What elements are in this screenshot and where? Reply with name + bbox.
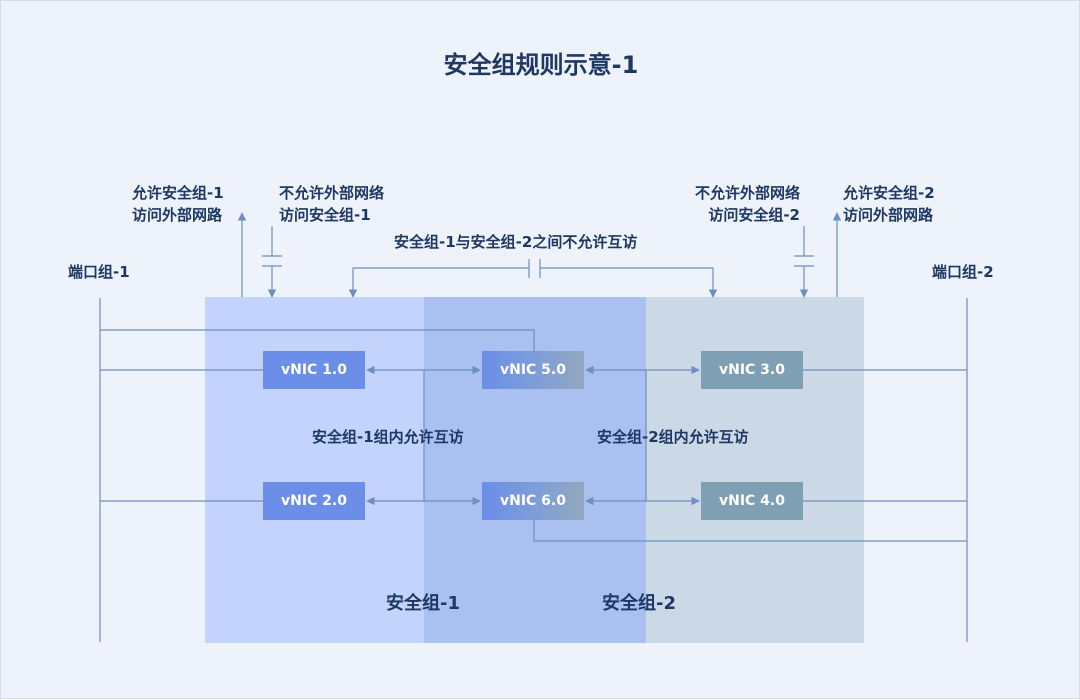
vnic-5-node[interactable]: vNIC 5.0 (482, 351, 584, 389)
deny-external-sg2-line1: 不允许外部网络 (694, 184, 800, 202)
deny-external-sg1-line2: 访问安全组-1 (279, 206, 371, 224)
sg1-name-label: 安全组-1 (386, 593, 460, 614)
allow-sg2-external-line1: 允许安全组-2 (843, 184, 935, 202)
deny-external-sg2-label: 不允许外部网络 访问安全组-2 (670, 182, 800, 226)
vnic-4-node[interactable]: vNIC 4.0 (701, 482, 803, 520)
zone-security-group-1 (205, 297, 424, 643)
port-group-1-label: 端口组-1 (68, 263, 130, 281)
zone-overlap (424, 297, 646, 643)
between-groups-label: 安全组-1与安全组-2之间不允许互访 (394, 233, 638, 251)
link-pg1-nic5 (100, 329, 535, 351)
allow-sg1-external-line1: 允许安全组-1 (132, 184, 224, 202)
zone-security-group-2 (646, 297, 864, 643)
deny-external-sg2-line2: 访问安全组-2 (708, 206, 800, 224)
link-pg2-nic6 (533, 520, 967, 542)
allow-sg2-external-line2: 访问外部网路 (843, 206, 934, 224)
vnic-6-node[interactable]: vNIC 6.0 (482, 482, 584, 520)
sg2-internal-label: 安全组-2组内允许互访 (597, 428, 749, 446)
vnic-2-node[interactable]: vNIC 2.0 (263, 482, 365, 520)
port-group-2-label: 端口组-2 (932, 263, 994, 281)
allow-sg2-external-label: 允许安全组-2 访问外部网路 (843, 182, 935, 226)
allow-sg1-external-label: 允许安全组-1 访问外部网路 (132, 182, 224, 226)
diagram-title: 安全组规则示意-1 (443, 51, 639, 79)
sg2-name-label: 安全组-2 (602, 593, 676, 614)
deny-external-sg1-line1: 不允许外部网络 (279, 184, 385, 202)
vnic-1-node[interactable]: vNIC 1.0 (263, 351, 365, 389)
sg1-internal-label: 安全组-1组内允许互访 (312, 428, 464, 446)
deny-external-sg1-label: 不允许外部网络 访问安全组-1 (279, 182, 384, 226)
between-groups-left (348, 267, 529, 298)
between-groups-right (540, 267, 718, 298)
vnic-3-node[interactable]: vNIC 3.0 (701, 351, 803, 389)
allow-sg1-external-line2: 访问外部网路 (132, 206, 223, 224)
